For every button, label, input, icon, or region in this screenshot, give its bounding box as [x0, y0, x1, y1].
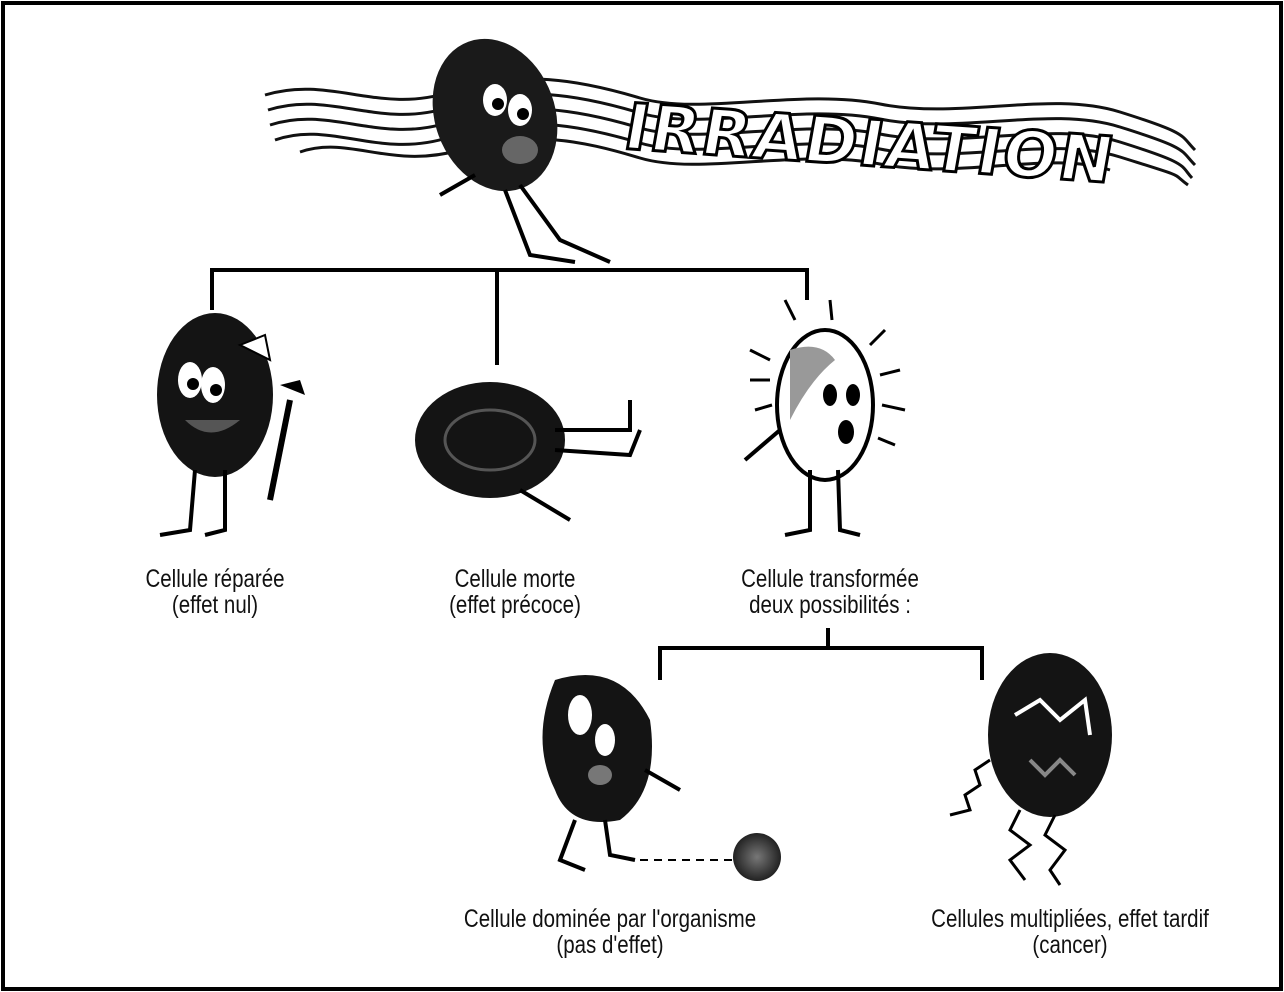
- caption-multiplied-cells: Cellules multipliées, effet tardif (canc…: [906, 906, 1234, 958]
- caption-dominated-cell: Cellule dominée par l'organisme (pas d'e…: [454, 906, 766, 958]
- banner-title: IRRADIATION: [619, 90, 1122, 198]
- caption-dominated-line1: Cellule dominée par l'organisme: [454, 906, 766, 932]
- caption-repaired-line2: (effet nul): [113, 592, 318, 618]
- caption-multiplied-line1: Cellules multipliées, effet tardif: [906, 906, 1234, 932]
- caption-repaired-line1: Cellule réparée: [113, 566, 318, 592]
- irradiated-cell-icon: [412, 21, 610, 262]
- cancer-cell-icon: [950, 653, 1112, 885]
- caption-transformed-line1: Cellule transformée: [723, 566, 936, 592]
- caption-dead-line1: Cellule morte: [413, 566, 618, 592]
- caption-repaired-cell: Cellule réparée (effet nul): [113, 566, 318, 618]
- dominated-cell-icon: [543, 675, 782, 881]
- tree-connector-level2: [660, 628, 982, 680]
- caption-transformed-cell: Cellule transformée deux possibilités :: [723, 566, 936, 618]
- caption-dead-cell: Cellule morte (effet précoce): [413, 566, 618, 618]
- dead-cell-icon: [415, 382, 640, 520]
- caption-transformed-line2: deux possibilités :: [723, 592, 936, 618]
- tree-connector-level1: [212, 270, 807, 365]
- transformed-cell-icon: [745, 300, 905, 535]
- caption-dominated-line2: (pas d'effet): [454, 932, 766, 958]
- caption-multiplied-line2: (cancer): [906, 932, 1234, 958]
- repaired-cell-icon: [157, 313, 305, 535]
- caption-dead-line2: (effet précoce): [413, 592, 618, 618]
